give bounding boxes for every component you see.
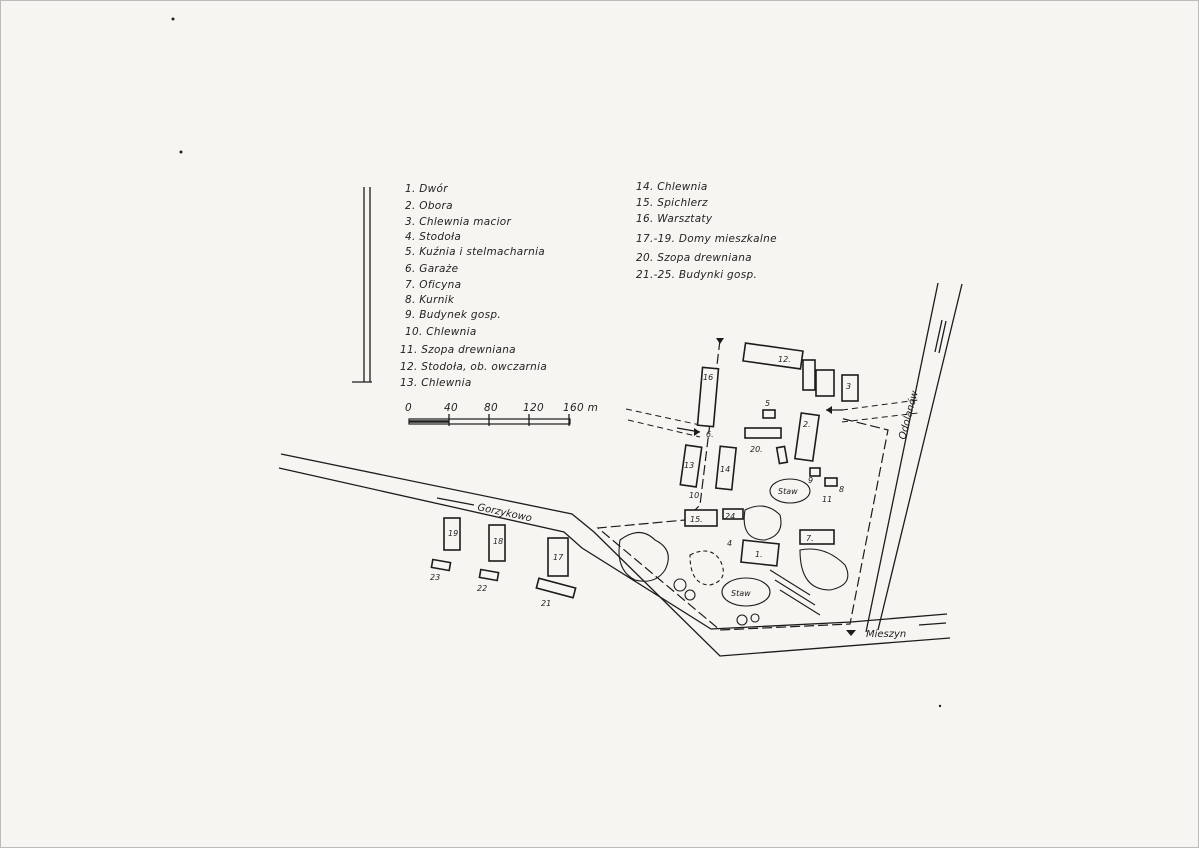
legend-item: 11. Szopa drewniana — [400, 344, 516, 356]
viewpoint-markers — [676, 338, 856, 636]
pond-label: Staw — [731, 589, 751, 598]
legend-item: 3. Chlewnia macior — [405, 216, 512, 228]
scale-tick-label: 120 — [523, 402, 544, 414]
road-label-gorzykowo: Gorzykowo — [476, 502, 532, 524]
building-labels: 1. 2. 3 4 5 6. 7. 8 9 10 11 12. 13 14 15… — [430, 355, 851, 608]
access-paths — [625, 399, 919, 438]
scale-bar: 0 40 80 120 160 m — [405, 402, 598, 426]
scale-tick-label: 0 — [405, 402, 412, 414]
pond: Staw — [769, 478, 811, 504]
legend-item: 17.-19. Domy mieszkalne — [636, 233, 777, 245]
building-label: 9 — [808, 476, 813, 485]
building-label: 12. — [778, 355, 791, 364]
road-label-odolanow: Odolanów — [896, 389, 921, 441]
legend-item: 2. Obora — [405, 200, 453, 212]
building-label: 14 — [720, 465, 730, 474]
legend-item: 10. Chlewnia — [405, 326, 477, 338]
legend-item: 20. Szopa drewniana — [636, 252, 752, 264]
scale-tick-label: 160 m — [563, 402, 598, 414]
building-label: 23 — [430, 573, 440, 582]
legend-item: 21.-25. Budynki gosp. — [636, 269, 757, 281]
legend-item: 14. Chlewnia — [636, 181, 708, 193]
building-label: 17 — [553, 553, 564, 562]
building-label: 22 — [477, 584, 487, 593]
road-label-mieszyn: Mieszyn — [866, 629, 906, 640]
legend-item: 1. Dwór — [405, 183, 448, 195]
speck — [938, 704, 942, 708]
legend-item: 9. Budynek gosp. — [405, 309, 501, 321]
garden-features — [618, 505, 849, 626]
building-label: 13 — [684, 461, 694, 470]
building-label: 11 — [822, 495, 832, 504]
legend-item: 4. Stodoła — [405, 231, 461, 243]
building-label: 3 — [846, 382, 851, 391]
speck — [179, 150, 183, 154]
pond: Staw — [721, 577, 771, 607]
building-label: 4 — [727, 539, 732, 548]
building-label: 10 — [689, 491, 699, 500]
legend-right: 14. Chlewnia 15. Spichlerz 16. Warsztaty… — [636, 181, 777, 281]
building-label: 20. — [750, 445, 763, 454]
building-label: 15. — [690, 515, 703, 524]
legend-item: 13. Chlewnia — [400, 377, 472, 389]
legend-item: 7. Oficyna — [405, 279, 461, 291]
buildings — [430, 342, 859, 599]
north-arrow — [352, 187, 372, 383]
building-label: 7. — [806, 534, 814, 543]
scale-tick-label: 40 — [444, 402, 458, 414]
legend-item: 6. Garaże — [405, 263, 458, 275]
building-label: 19 — [448, 529, 458, 538]
building-label: 1. — [755, 550, 763, 559]
scale-tick-label: 80 — [484, 402, 498, 414]
building-label: 18 — [493, 537, 503, 546]
legend-item: 8. Kurnik — [405, 294, 455, 306]
legend-item: 15. Spichlerz — [636, 197, 708, 209]
building-label: 5 — [765, 399, 770, 408]
legend-item: 12. Stodoła, ob. owczarnia — [400, 361, 547, 373]
building-label: 2. — [803, 420, 811, 429]
building-label: 24 — [725, 512, 735, 521]
building-label: 21 — [541, 599, 551, 608]
pond-label: Staw — [778, 487, 798, 496]
legend-item: 16. Warsztaty — [636, 213, 713, 225]
roads — [278, 282, 963, 657]
legend-left: 1. Dwór 2. Obora 3. Chlewnia macior 4. S… — [400, 183, 547, 389]
building-label: 16 — [703, 373, 713, 382]
speck — [171, 17, 175, 21]
building-label: 6. — [706, 430, 714, 439]
legend-item: 5. Kuźnia i stelmacharnia — [405, 246, 545, 258]
estate-boundary — [596, 339, 889, 631]
building-label: 8 — [839, 485, 844, 494]
